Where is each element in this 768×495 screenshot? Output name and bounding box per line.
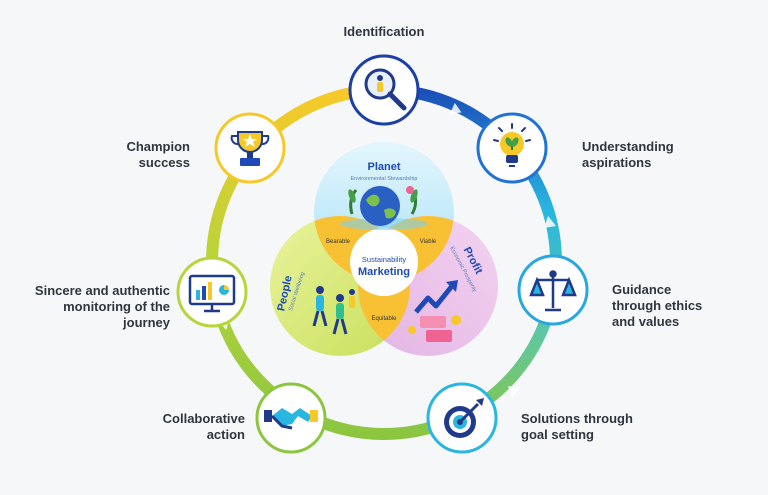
step-label-solutions: Solutions through goal setting bbox=[521, 411, 633, 442]
ring-arrow bbox=[544, 216, 556, 228]
lightbulb-plant-icon bbox=[493, 123, 531, 167]
ring-arrow bbox=[449, 102, 462, 114]
step-node-collaborative bbox=[255, 382, 327, 454]
earth-illustration bbox=[340, 186, 428, 230]
center-title-line2: Marketing bbox=[358, 266, 410, 278]
earth-globe-icon bbox=[360, 186, 400, 226]
overlap-viable-label: Viable bbox=[420, 239, 437, 245]
scales-icon bbox=[529, 270, 577, 312]
step-label-identification: Identification bbox=[343, 24, 425, 39]
monitor-dashboard-icon bbox=[188, 274, 236, 313]
handshake-icon bbox=[264, 408, 318, 430]
step-label-collaborative: Collaborative action bbox=[162, 411, 245, 442]
target-arrow-icon bbox=[444, 398, 484, 438]
trophy-icon bbox=[230, 131, 270, 166]
step-label-understanding: Understanding aspirations bbox=[582, 139, 674, 170]
step-node-monitoring bbox=[176, 256, 248, 328]
step-node-identification bbox=[348, 54, 420, 126]
step-label-guidance: Guidance through ethics and values bbox=[612, 282, 703, 329]
step-label-monitoring: Sincere and authentic monitoring of the … bbox=[34, 283, 170, 330]
overlap-bearable-label: Bearable bbox=[326, 239, 351, 245]
center-circle bbox=[350, 228, 418, 296]
ring-arrow bbox=[508, 386, 520, 398]
step-node-champion bbox=[214, 112, 286, 184]
people-illustration bbox=[312, 286, 355, 335]
overlap-equitable-label: Equitable bbox=[371, 316, 397, 322]
step-label-champion: Champion success bbox=[126, 139, 190, 170]
planet-title: Planet bbox=[367, 161, 400, 173]
planet-subtitle: Environmental Stewardship bbox=[351, 176, 418, 182]
center-title-line1: Sustainability bbox=[362, 255, 406, 264]
magnifier-person-icon bbox=[364, 68, 407, 111]
step-node-solutions bbox=[426, 382, 498, 454]
money-illustration bbox=[408, 280, 461, 342]
venn-diagram: Planet Environmental Stewardship People … bbox=[270, 142, 498, 356]
step-node-understanding bbox=[476, 112, 548, 184]
step-node-guidance bbox=[517, 254, 589, 326]
